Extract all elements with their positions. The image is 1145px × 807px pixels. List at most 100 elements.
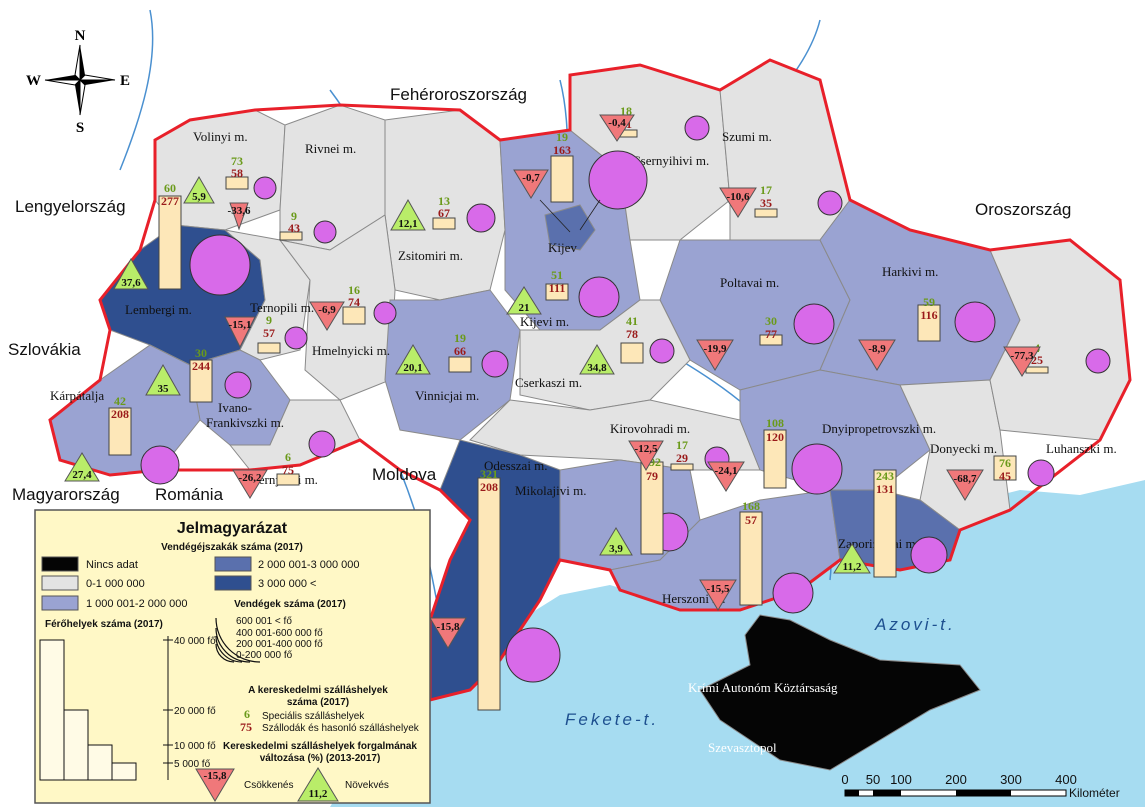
hotels-dnipro: 120 <box>766 430 784 444</box>
tri-sumy <box>719 187 757 218</box>
bar-kyiv-city <box>550 155 574 203</box>
legend-guests-title: Vendégek száma (2017) <box>234 599 346 610</box>
hotels-zhytomyr: 67 <box>438 206 450 220</box>
tri-vinnytsia <box>395 344 431 375</box>
label-rivne: Rivnei m. <box>305 141 356 156</box>
bubble-odesa <box>505 627 561 683</box>
tri-ivano <box>145 363 181 396</box>
spec-kyiv: 51 <box>551 268 563 282</box>
region-labels: Volinyi m. Rivnei m. Lembergi m. Ternopi… <box>50 129 1117 755</box>
chg-kyiv: 21 <box>519 302 530 314</box>
legend-swatch-c4 <box>214 575 252 591</box>
scale-300: 300 <box>1000 772 1022 787</box>
label-chernihiv: Csernyihivi m. <box>632 153 709 168</box>
legend-acc-hotel-val: 75 <box>240 720 252 734</box>
hotels-mykolaiv: 79 <box>646 469 658 483</box>
compass-w: W <box>26 73 41 89</box>
tri-lviv-region <box>113 257 149 290</box>
chg-kharkiv: -8,9 <box>868 343 886 355</box>
bar-ivano <box>189 359 213 403</box>
tri-volyn <box>229 202 249 231</box>
kyiv-callout <box>539 199 601 233</box>
label-lviv: Lembergi m. <box>125 302 192 317</box>
legend-c4: 3 000 000 < <box>258 578 316 590</box>
label-poltava: Poltavai m. <box>720 275 779 290</box>
chg-odesa: -15,8 <box>437 621 460 633</box>
chg-lviv: 5,9 <box>192 191 206 203</box>
tri-chernivtsi <box>232 469 268 499</box>
label-odesa: Odesszai m. <box>484 458 548 473</box>
legend-dec-label: Csökkenés <box>244 780 293 791</box>
bubble-chernihiv <box>684 115 710 141</box>
chg-kirovohrad: -12,5 <box>635 443 658 455</box>
tri-zakarpattia <box>64 452 100 482</box>
label-dnipro: Dnyipropetrovszki m. <box>822 421 936 436</box>
bar-vinnytsia <box>448 356 472 373</box>
legend-guest-arcs <box>215 617 261 663</box>
spec-volyn: 73 <box>231 154 243 168</box>
tri-kirovohrad <box>628 440 664 471</box>
legend-b2: 20 000 fő <box>174 706 216 717</box>
chg-zakarpattia: 27,4 <box>72 469 92 481</box>
hotels-kirovohrad: 29 <box>676 451 688 465</box>
legend-acc-spec: Speciális szálláshelyek <box>262 711 365 722</box>
region-cherkasy <box>519 299 691 411</box>
bubble-rivne <box>313 220 337 244</box>
bar-rivne <box>279 231 303 241</box>
spec-kirovohrad: 17 <box>676 438 688 452</box>
bar-ternopil <box>257 342 281 354</box>
compass-s: S <box>76 120 84 136</box>
label-luhansk: Luhanszki m. <box>1046 441 1117 456</box>
legend-nights-title: Vendégéjszakák száma (2017) <box>161 542 303 553</box>
tri-kyiv <box>506 286 542 315</box>
tri-luhansk <box>1003 346 1041 377</box>
bubble-dnipro <box>791 443 843 495</box>
legend-beds-title: Férőhelyek száma (2017) <box>45 619 163 630</box>
bubble-khmelnytskyi <box>373 301 397 325</box>
label-vinnytsia: Vinnicjai m. <box>415 388 479 403</box>
scale-200: 200 <box>945 772 967 787</box>
tri-mykolaiv <box>599 527 633 556</box>
bubble-zhytomyr <box>466 203 496 233</box>
label-black-sea: Fekete-t. <box>565 710 659 729</box>
label-kirovohrad: Kirovohradi m. <box>610 421 690 436</box>
bubble-ternopil <box>284 326 308 350</box>
bubble-kharkiv <box>954 301 996 343</box>
hotels-zaporizhzhia: 131 <box>876 482 894 496</box>
bubble-ivano <box>224 371 252 399</box>
label-belarus: Fehéroroszország <box>390 85 527 104</box>
chg-vinnytsia: 20,1 <box>403 362 422 374</box>
bubble-luhansk <box>1085 348 1111 374</box>
spec-zakarpattia: 42 <box>114 394 126 408</box>
label-azov-sea: Azovi-t. <box>874 615 956 634</box>
legend-inc-triangle <box>297 767 339 802</box>
spec-donetsk: 76 <box>999 456 1011 470</box>
tri-khmelnytskyi <box>309 301 345 331</box>
bar-zaporizhzhia <box>873 469 897 578</box>
hotels-chernivtsi: 75 <box>282 463 294 477</box>
hotels-odesa: 208 <box>480 480 498 494</box>
bar-luhansk <box>1025 366 1049 374</box>
label-cherkasy: Cserkaszi m. <box>515 375 582 390</box>
scale-0: 0 <box>841 772 848 787</box>
tri-chernihiv <box>599 114 635 142</box>
tri-poltava <box>696 339 734 371</box>
hotels-vinnytsia: 66 <box>454 344 466 358</box>
bubble-kyiv <box>578 276 620 318</box>
spec-poltava: 30 <box>765 314 777 328</box>
label-russia: Oroszország <box>975 200 1071 219</box>
legend-c1: 0-1 000 000 <box>86 578 145 590</box>
hotels-volyn: 58 <box>231 166 243 180</box>
bar-cherkasy <box>620 342 644 364</box>
scale-400: 400 <box>1055 772 1077 787</box>
legend-swatch-c1 <box>41 575 79 591</box>
bar-zhytomyr <box>432 217 456 230</box>
label-khmelnytskyi: Hmelnyicki m. <box>312 343 390 358</box>
accommodation-bars <box>108 129 1049 711</box>
legend-acc-spec-val: 6 <box>244 707 250 721</box>
tri-odesa <box>429 617 467 649</box>
spec-rivne: 9 <box>291 209 297 223</box>
tri-donetsk <box>946 469 984 501</box>
legend-b4: 5 000 fő <box>174 759 211 770</box>
